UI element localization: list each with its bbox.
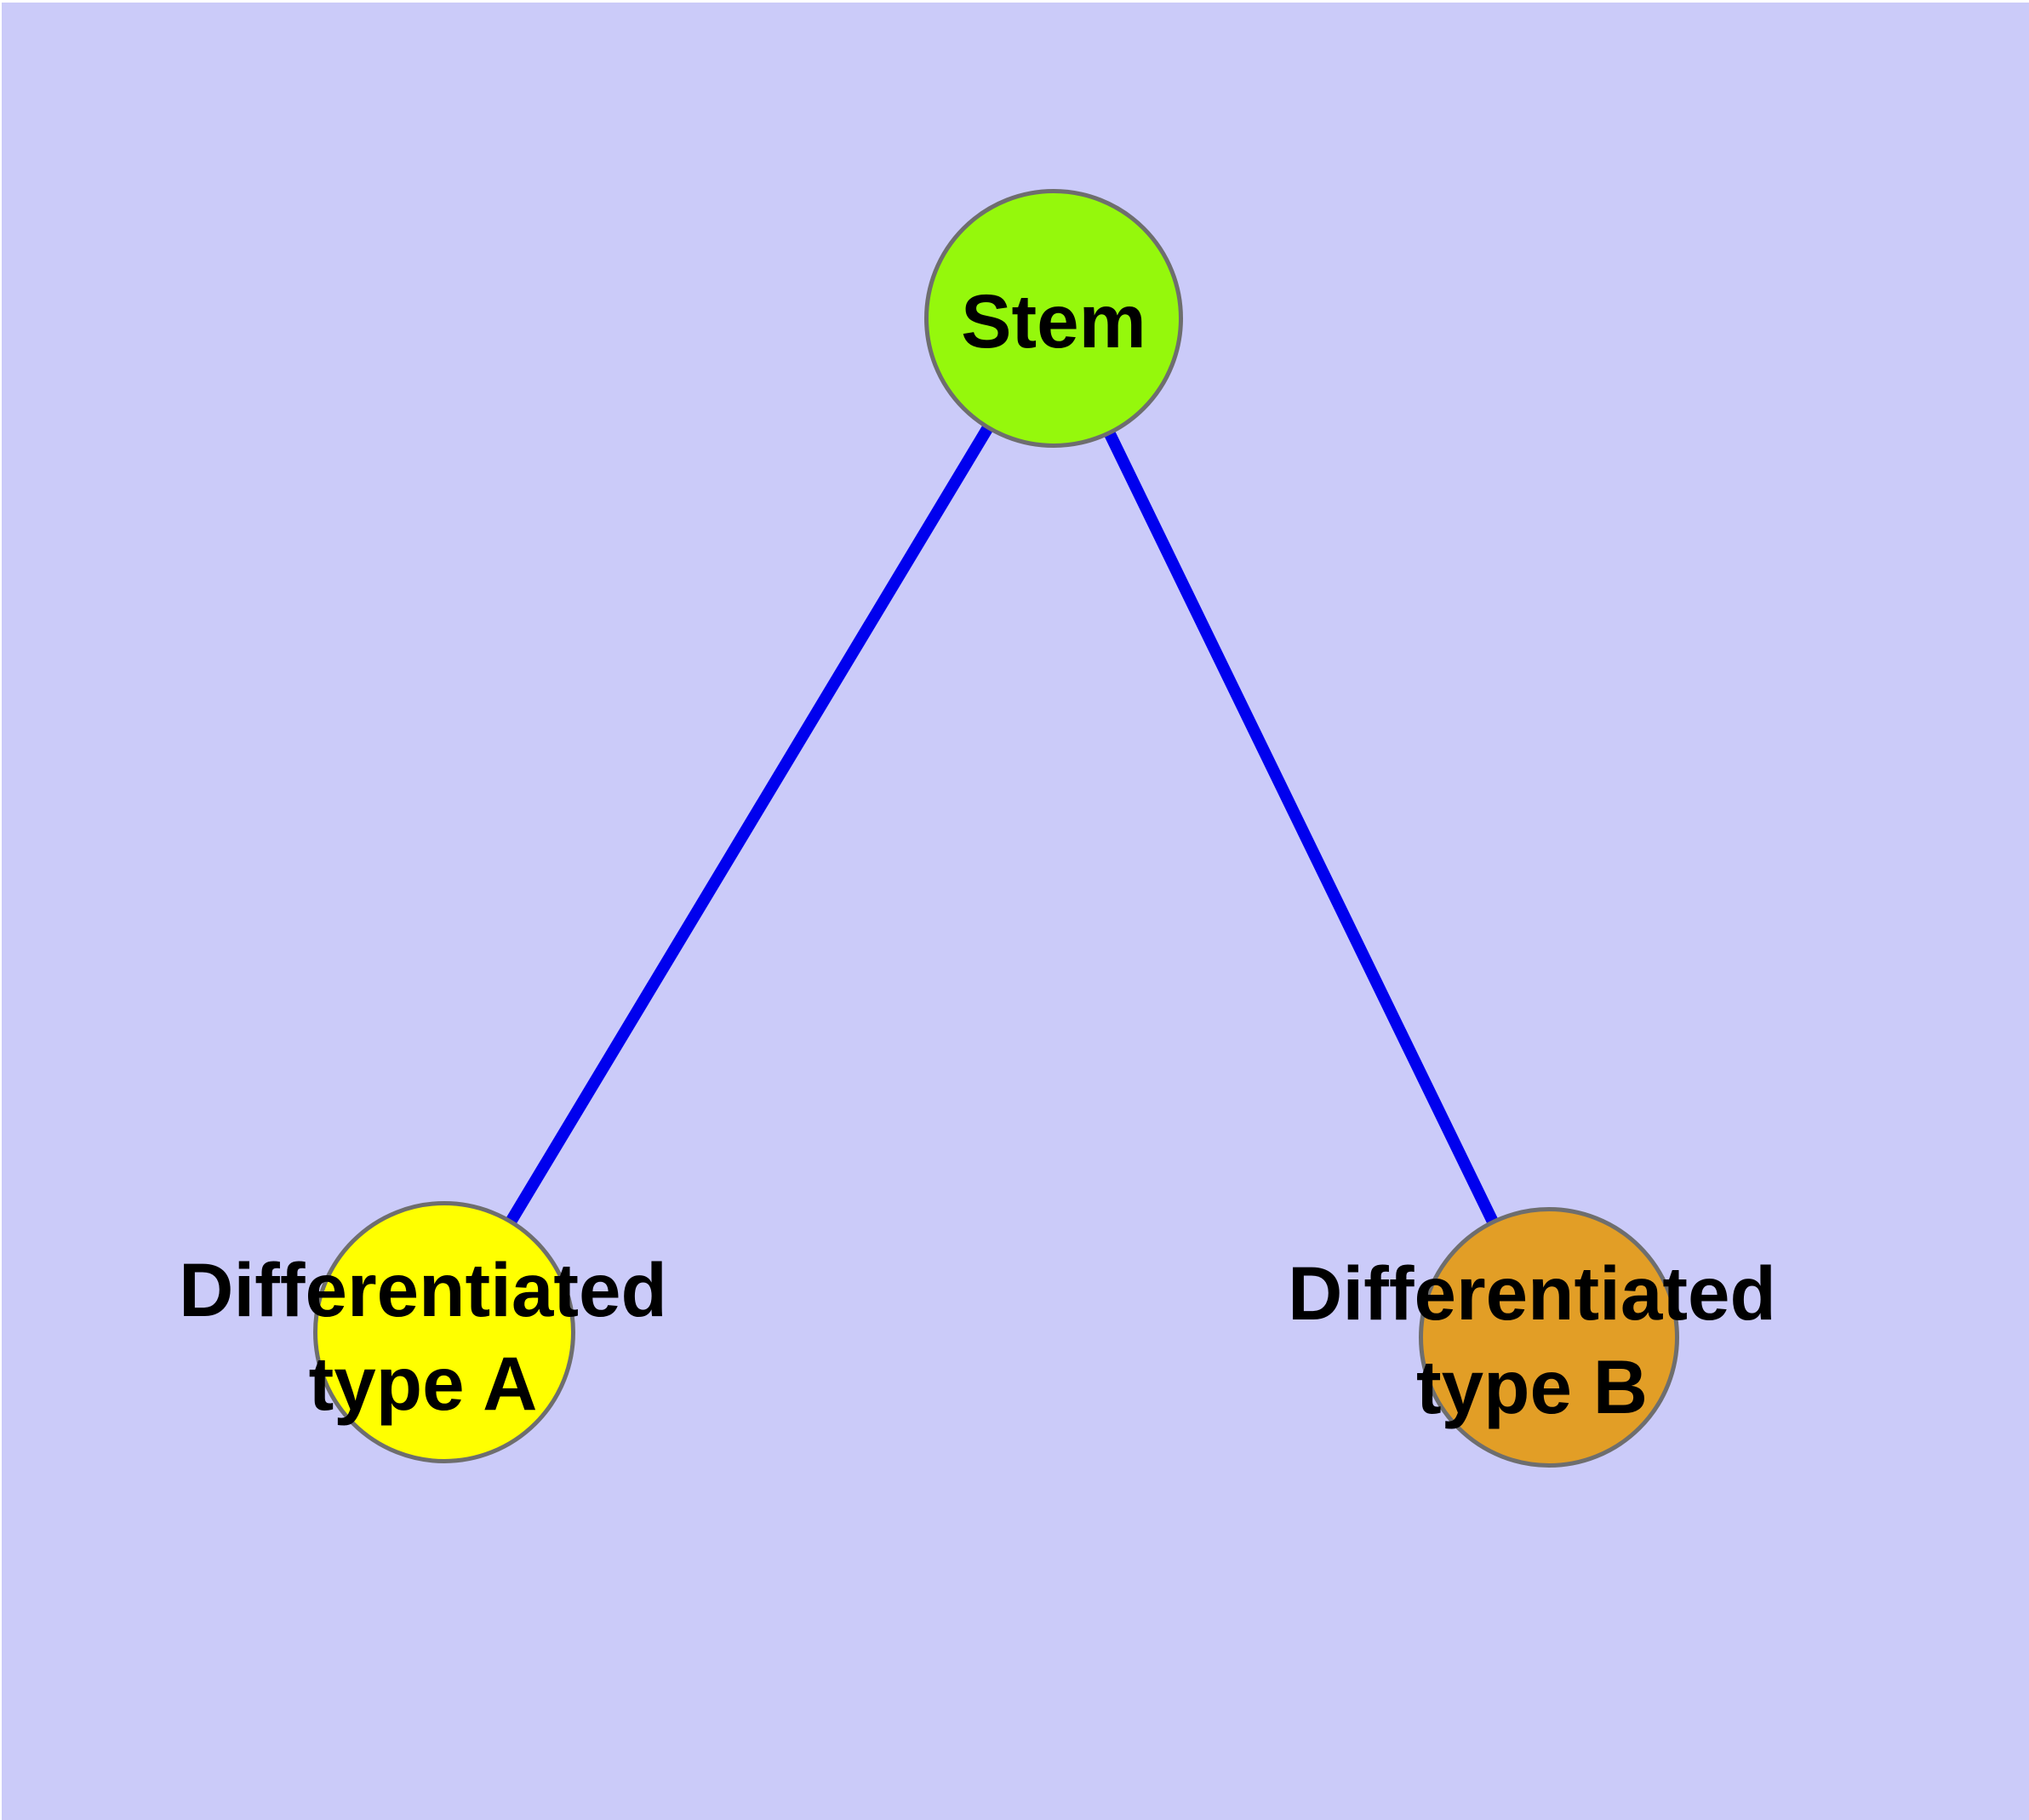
- node-label-type-a-line1: Differentiated: [179, 1247, 667, 1332]
- node-label-type-b: Differentiated type B: [1288, 1246, 1776, 1434]
- edge-stem-to-type-b: [1048, 312, 1555, 1343]
- node-stem: [924, 189, 1183, 448]
- edge-stem-to-type-a: [438, 312, 1060, 1338]
- node-label-type-a-line2: type A: [308, 1341, 538, 1426]
- node-differentiated-type-b: [1419, 1207, 1679, 1468]
- node-label-type-b-line2: type B: [1415, 1344, 1648, 1429]
- node-label-type-b-line1: Differentiated: [1288, 1251, 1776, 1336]
- node-differentiated-type-a: [313, 1201, 575, 1463]
- node-label-stem-text: Stem: [961, 278, 1146, 363]
- node-label-type-a: Differentiated type A: [179, 1243, 667, 1430]
- node-label-stem: Stem: [961, 274, 1146, 368]
